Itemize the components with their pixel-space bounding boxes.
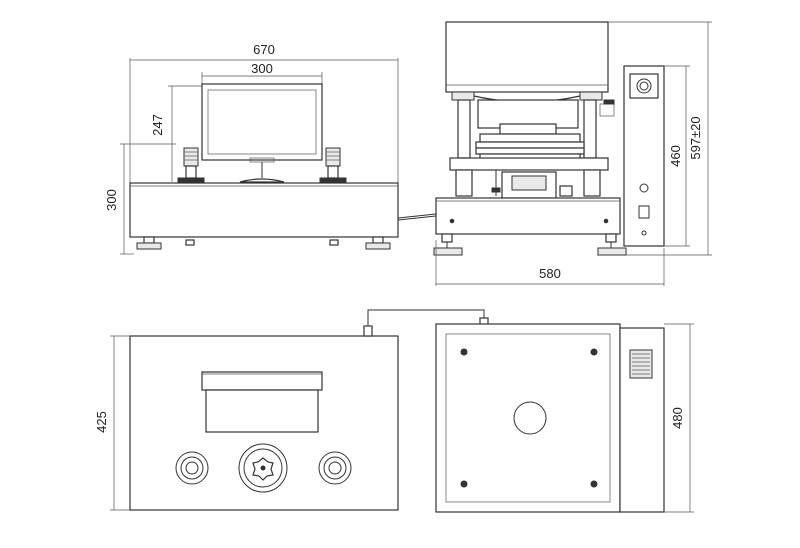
front-view: 670 300 247 300 (104, 42, 437, 255)
vent-icon (629, 349, 653, 379)
side-view: 580 460 597±20 (433, 21, 712, 286)
top-cable (363, 309, 489, 337)
dim-300-base-label: 300 (104, 189, 119, 211)
dim-247-label: 247 (150, 114, 165, 136)
dim-480-label: 480 (670, 407, 685, 429)
clamp-left (177, 147, 205, 183)
control-panel (623, 65, 665, 247)
dimension-top-depth: 425 (94, 335, 130, 511)
handwheel-icon (238, 443, 288, 493)
side-feet (433, 233, 627, 256)
dimension-total-height: 597±20 (608, 21, 712, 256)
monitor-top (201, 371, 323, 391)
dim-300-label: 300 (251, 61, 273, 76)
center-hole-icon (513, 401, 547, 435)
press-top-block (445, 21, 609, 93)
power-button-icon (639, 183, 649, 193)
dim-580-label: 580 (539, 266, 561, 281)
left-knob-icon (175, 451, 209, 485)
top-view-left: 425 (94, 309, 489, 511)
dim-425-label: 425 (94, 411, 109, 433)
dimension-monitor-height: 247 (150, 85, 202, 182)
press-platform (449, 157, 609, 171)
dim-597-label: 597±20 (688, 116, 703, 159)
front-cable (397, 213, 437, 219)
dimension-base-height: 300 (104, 143, 176, 255)
monitor (201, 83, 323, 183)
press-top-outline (435, 323, 621, 513)
indicator-icon (641, 230, 647, 236)
dimension-monitor-width: 300 (201, 61, 323, 84)
top-view-right: 480 (435, 323, 694, 513)
dim-670-label: 670 (253, 42, 275, 57)
clamp-right (319, 147, 347, 183)
dim-460-label: 460 (668, 145, 683, 167)
dimension-front-width: 670 (129, 42, 399, 183)
press-plates (473, 95, 585, 163)
dimension-top-right-depth: 480 (664, 323, 694, 513)
switch-icon (638, 205, 650, 219)
front-feet (136, 236, 391, 250)
dimension-panel-height: 460 (664, 65, 690, 247)
right-knob-icon (318, 451, 352, 485)
dimension-side-width: 580 (435, 240, 665, 286)
front-base-cabinet (129, 182, 399, 238)
side-base-cabinet (435, 197, 621, 235)
press-columns (451, 91, 615, 159)
